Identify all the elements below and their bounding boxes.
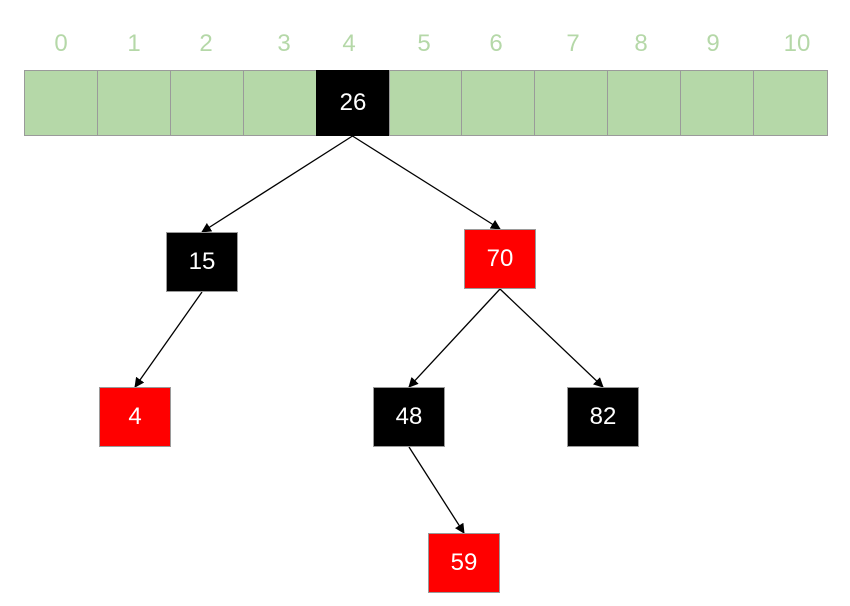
bucket-index-3: 3: [277, 30, 291, 57]
edge-root-to-n70: [352, 135, 501, 230]
bucket-index-8: 8: [634, 30, 648, 57]
bucket-index-5: 5: [417, 30, 431, 57]
bucket-slot-8: [607, 70, 681, 136]
bucket-slot-10: [753, 70, 828, 136]
edge-root-to-n15: [201, 135, 353, 233]
bucket-index-4: 4: [342, 30, 356, 57]
bucket-index-9: 9: [706, 30, 720, 57]
bucket-index-6: 6: [489, 30, 503, 57]
bucket-slot-5: [389, 70, 462, 136]
root-node-value: 26: [339, 89, 367, 116]
edge-n15-to-n4: [134, 291, 203, 388]
bucket-slot-2: [170, 70, 244, 136]
bucket-slot-1: [97, 70, 171, 136]
edge-n70-to-n82: [499, 288, 604, 388]
tree-node-15: 15: [166, 232, 238, 292]
tree-node-82: 82: [567, 387, 639, 447]
bucket-slot-7: [534, 70, 608, 136]
bucket-slot-3: [243, 70, 317, 136]
bucket-slot-9: [680, 70, 754, 136]
tree-node-4: 4: [99, 387, 171, 447]
bucket-slot-6: [461, 70, 535, 136]
tree-node-48: 48: [373, 387, 445, 447]
bucket-index-10: 10: [783, 30, 811, 57]
edge-n70-to-n48: [408, 288, 501, 388]
bucket-index-1: 1: [127, 30, 141, 57]
tree-node-59: 59: [428, 533, 500, 593]
bucket-index-7: 7: [566, 30, 580, 57]
tree-node-70: 70: [464, 229, 536, 289]
edge-n48-to-n59: [408, 446, 465, 534]
bucket-slot-0: [24, 70, 98, 136]
bucket-index-2: 2: [199, 30, 213, 57]
bucket-index-0: 0: [54, 30, 68, 57]
bucket-slot-root: 26: [316, 70, 390, 136]
